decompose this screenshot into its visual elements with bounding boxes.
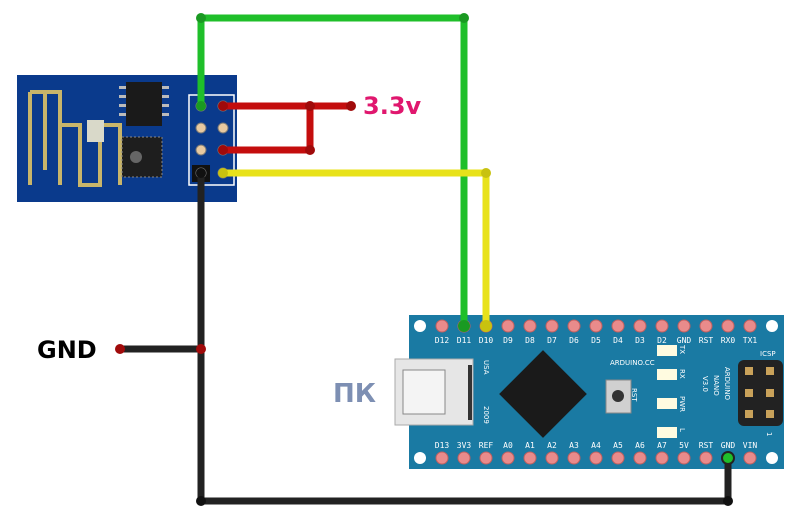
year-label: 2009 [482,406,490,424]
wire-yellow-tx [223,169,490,326]
pwr-led [657,398,677,409]
led-label-pwr: PWR [678,396,686,412]
pin-label-top-1: D11 [457,336,472,345]
brand-label: ARDUINO.CC [610,359,655,367]
usa-label: USA [482,360,490,375]
pin-top-8 [611,319,625,333]
vcc-terminal [346,101,356,111]
pin-bottom-12 [699,451,713,465]
pin-label-top-12: RST [699,336,714,345]
pin-label-bottom-0: D13 [435,441,450,450]
tx-led [657,345,677,356]
pin-bottom-10 [655,451,669,465]
pin-label-bottom-13: GND [721,441,736,450]
pin-label-top-2: D10 [479,336,494,345]
gnd-terminal [115,344,125,354]
pin-label-top-9: D3 [635,336,645,345]
pin-label-top-6: D6 [569,336,579,345]
pin-label-bottom-10: A7 [657,441,667,450]
rx-led [657,369,677,380]
pin-label-bottom-7: A4 [591,441,601,450]
pin-label-top-10: D2 [657,336,667,345]
pin-bottom-8 [611,451,625,465]
pin-label-top-7: D5 [591,336,601,345]
model-line-2: NANO [712,375,720,396]
pin-bottom-1 [457,451,471,465]
pin-top-4 [523,319,537,333]
atmega-chip [499,350,587,438]
pin-label-bottom-12: RST [699,441,714,450]
pin-label-bottom-8: A5 [613,441,623,450]
nano-top-pins: D12 D11 D10 D9 D8 D7 D6 D5 D4 D3 D2 GND RST RX0 TX1 [435,319,758,345]
pin-label-top-5: D7 [547,336,557,345]
pin-bottom-11 [677,451,691,465]
pin-top-10 [655,319,669,333]
pin-label-bottom-2: REF [479,441,494,450]
pin-top-3 [501,319,515,333]
pin-bottom-9 [633,451,647,465]
pin-label-top-13: RX0 [721,336,736,345]
icsp-header [738,360,783,426]
chip-logo-icon [130,151,142,163]
pin-bottom-7 [589,451,603,465]
pin-bottom-6 [567,451,581,465]
pin-top-14 [743,319,757,333]
pin-top-11 [677,319,691,333]
icsp-one-label: 1 [765,432,773,436]
pin-label-top-4: D8 [525,336,535,345]
pc-label: ПК [333,379,376,409]
voltage-label: 3.3v [363,92,422,120]
pin-top-5 [545,319,559,333]
pin-label-top-11: GND [677,336,692,345]
pin-top-13 [721,319,735,333]
pin-top-0 [435,319,449,333]
pin-label-bottom-4: A1 [525,441,535,450]
wires [115,13,735,506]
pin-label-top-0: D12 [435,336,450,345]
led-label-l: L [678,428,686,432]
pin-label-top-8: D4 [613,336,623,345]
model-line-1: ARDUINO [723,367,731,400]
pin-label-bottom-11: 5V [679,441,689,450]
esp01-header [188,94,235,186]
pin-bottom-14 [743,451,757,465]
pin-top-9 [633,319,647,333]
led-label-tx: TX [678,344,686,354]
pin-bottom-3 [501,451,515,465]
pin-top-6 [567,319,581,333]
rst-label: RST [630,388,638,402]
flash-chip [126,82,162,126]
pin-top-12 [699,319,713,333]
nano-bottom-pins: D13 3V3 REF A0 A1 A2 A3 A4 A5 A6 A7 5V RST GND VIN [435,441,758,465]
pin-label-top-14: TX1 [743,336,758,345]
pin-label-bottom-14: VIN [743,441,758,450]
pin-label-top-3: D9 [503,336,513,345]
led-label-rx: RX [678,369,686,379]
pin-top-7 [589,319,603,333]
pin-label-bottom-9: A6 [635,441,645,450]
icsp-label: ICSP [760,350,776,358]
model-line-3: V3.0 [701,376,709,392]
pin-bottom-5 [545,451,559,465]
smd-component [87,120,104,142]
pcb-antenna-icon [28,90,122,187]
pin-label-bottom-3: A0 [503,441,513,450]
pin-label-bottom-1: 3V3 [457,441,472,450]
pin-bottom-4 [523,451,537,465]
gnd-label: GND [37,336,97,364]
l-led [657,427,677,438]
wire-black-gnd [197,173,732,505]
pin-bottom-0 [435,451,449,465]
pin-label-bottom-5: A2 [547,441,557,450]
pin-bottom-2 [479,451,493,465]
pin-label-bottom-6: A3 [569,441,579,450]
